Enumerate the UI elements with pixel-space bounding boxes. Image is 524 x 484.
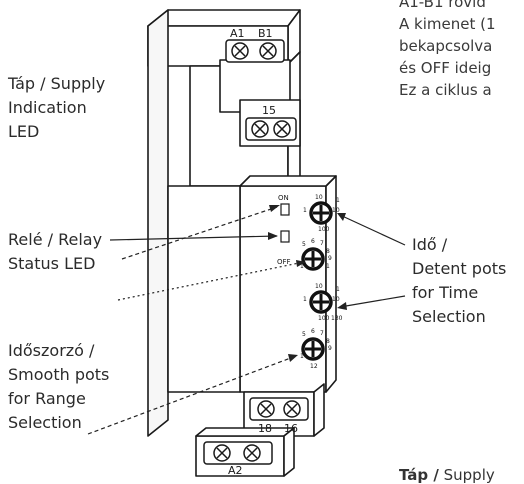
label-supply-led: Táp / Supply Indication LED [8,72,105,144]
dial4-mark: 8 [326,338,330,345]
description-line: és OFF ideig [399,59,492,77]
dial4-mark: 12 [310,363,318,370]
arrowhead-icon [296,260,306,267]
dial1-mark: 1 [336,197,340,204]
bottom-caption-rest: Supply [438,466,495,484]
dial1-mark: 10 [315,194,323,201]
label-line: Idő / [412,235,448,254]
terminal-label-15: 15 [262,104,276,117]
label-line: Indication [8,98,87,117]
label-line: LED [8,122,40,141]
led-on-label: ON [278,194,289,202]
label-line: Selection [8,413,82,432]
label-line: Status LED [8,254,96,273]
dial3-mark: 1 [303,296,307,303]
dial2-mark: 9 [328,255,332,262]
bottom-caption: Táp / Supply [399,466,495,484]
range-dial-1[interactable]: 5 6 7 8 9 1 1 [300,238,332,271]
label-relay-led: Relé / Relay Status LED [8,228,102,276]
label-line: Selection [412,307,486,326]
callout-line-time-2 [339,295,406,308]
dial1-mark: 100 [318,226,330,233]
dial2-mark: 5 [302,241,306,248]
label-range-pots: Időszorzó / Smooth pots for Range Select… [8,339,109,435]
terminal-label-18: 18 [258,422,272,435]
dial3-mark: 100 [318,315,330,322]
terminal-label-a1: A1 [230,27,245,40]
label-line: Detent pots [412,259,507,278]
label-time-pots: Idő / Detent pots for Time Selection [412,233,506,329]
label-line: Táp / Supply [8,74,106,93]
dial3-mark: 130 [331,315,343,322]
time-dial-2[interactable]: 10 1 100 10 1 130 [303,283,343,322]
dial1-mark: 1 [303,207,307,214]
callout-line-range-1 [117,261,305,301]
label-line: Időszorzó / [8,341,95,360]
dial4-mark: 5 [302,331,306,338]
relay-led [280,230,290,243]
led-off-label: OFF [277,258,291,266]
arrowhead-icon [288,354,298,362]
arrowhead-icon [337,302,347,310]
dial2-mark: 6 [311,238,315,245]
terminal-label-a2: A2 [228,464,243,477]
dial2-mark: 1 [300,263,304,270]
dial1-mark: 10 [332,207,340,214]
bottom-caption-bold: Táp / [399,466,439,484]
label-line: Smooth pots [8,365,110,384]
arrowhead-icon [268,232,278,240]
dial2-mark: 7 [320,240,324,247]
range-dial-2[interactable]: 5 6 7 8 9 1 12 [300,328,332,370]
callout-line-relay-led [109,235,278,241]
callout-line-range-2 [87,355,297,435]
description-line: bekapcsolva [399,37,493,55]
terminal-label-16: 16 [284,422,298,435]
dial4-mark: 9 [328,345,332,352]
terminal-label-b1: B1 [258,27,273,40]
callout-line-time-1 [339,214,406,246]
label-line: for Time [412,283,479,302]
description-line: A kimenet (1 [399,15,496,33]
arrowhead-icon [337,213,346,221]
label-line: for Range [8,389,86,408]
dial3-mark: 10 [315,283,323,290]
description-line: Ez a ciklus a [399,81,492,99]
dial2-mark: 1 [326,263,330,270]
dial3-mark: 10 [332,296,340,303]
dial3-mark: 1 [336,286,340,293]
callout-line-supply-led [121,206,278,260]
label-line: Relé / Relay [8,230,103,249]
arrowhead-icon [269,205,280,212]
time-dial-1[interactable]: 10 1 100 10 1 [303,194,340,233]
supply-led [280,203,290,216]
dial4-mark: 7 [320,330,324,337]
cropped-description: A1-B1 rövid A kimenet (1 bekapcsolva és … [399,0,496,101]
timer-relay-device [147,9,337,477]
dial2-mark: 8 [326,248,330,255]
description-line: A1-B1 rövid [399,0,486,11]
dial4-mark: 6 [311,328,315,335]
dial4-mark: 1 [300,353,304,360]
terminal-screws [203,39,309,465]
